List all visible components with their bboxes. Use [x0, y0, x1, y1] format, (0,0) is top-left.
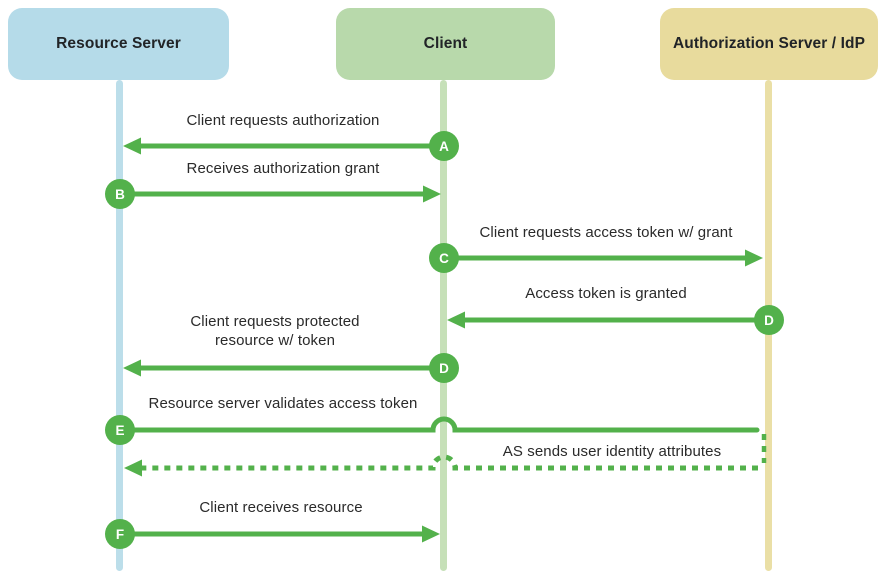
- arrow-f-head-right: [422, 525, 440, 543]
- message-label-dashed: AS sends user identity attributes: [502, 443, 722, 460]
- message-label-d2: Client requests protected resource w/ to…: [190, 313, 360, 349]
- step-badge-d1: D: [754, 305, 784, 335]
- step-badge-e: E: [105, 415, 135, 445]
- step-badge-d2: D: [429, 353, 459, 383]
- arrow-dashed-head-left: [124, 459, 142, 477]
- actor-resource-server-label: Resource Server: [56, 35, 181, 52]
- message-label-a: Client requests authorization: [186, 112, 380, 129]
- arrow-d1-head-left: [447, 311, 465, 329]
- step-badge-f: F: [105, 519, 135, 549]
- actor-client: Client: [336, 8, 555, 80]
- step-badge-b: B: [105, 179, 135, 209]
- step-badge-c: C: [429, 243, 459, 273]
- message-label-e: Resource server validates access token: [148, 395, 418, 412]
- message-label-d1: Access token is granted: [525, 285, 687, 302]
- arrow-e-line-with-hop: [118, 416, 760, 433]
- message-label-f: Client receives resource: [199, 499, 363, 516]
- lifeline-resource-server: [116, 80, 123, 571]
- arrow-d2-head-left: [123, 359, 141, 377]
- arrow-c-head-right: [745, 249, 763, 267]
- arrow-b-head-right: [423, 185, 441, 203]
- actor-client-label: Client: [423, 35, 468, 52]
- actor-resource-server: Resource Server: [8, 8, 229, 80]
- actor-authorization-server: Authorization Server / IdP: [660, 8, 878, 80]
- step-badge-a: A: [429, 131, 459, 161]
- lifeline-client: [440, 80, 447, 571]
- message-label-b: Receives authorization grant: [186, 160, 380, 177]
- message-label-c: Client requests access token w/ grant: [479, 224, 733, 241]
- actor-authorization-server-label: Authorization Server / IdP: [672, 35, 866, 52]
- arrow-a-head-left: [123, 137, 141, 155]
